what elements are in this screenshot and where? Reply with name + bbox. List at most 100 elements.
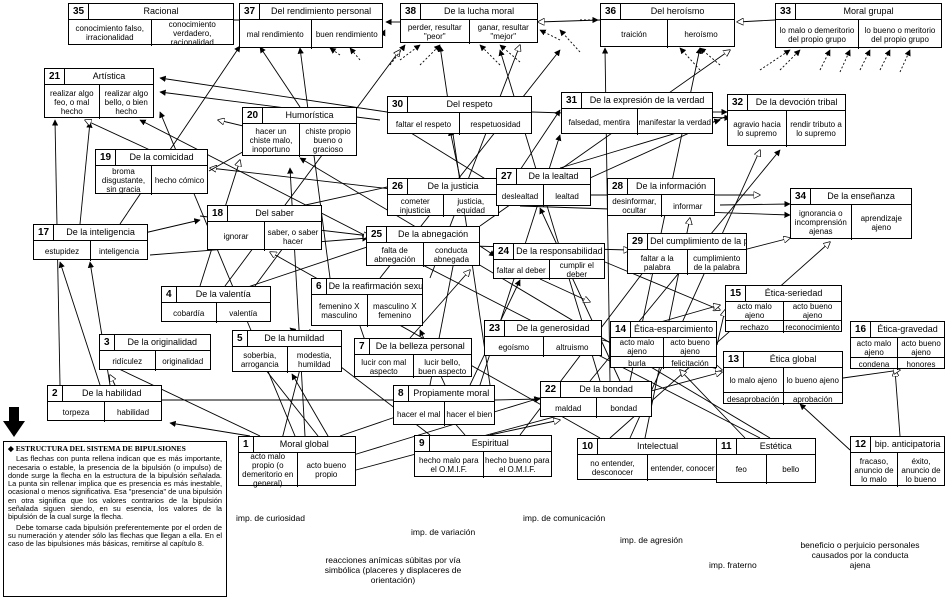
positive-value: acto bueno ajeno	[783, 302, 841, 320]
strong-link-arrow	[299, 157, 771, 439]
node-number: 3	[100, 335, 115, 350]
node-number: 25	[367, 227, 388, 242]
strong-link-arrow	[259, 46, 301, 108]
weak-link-arrow	[819, 49, 831, 71]
node-number: 8	[394, 386, 409, 401]
negative-value: faltar el respeto	[395, 119, 452, 129]
negative-value: conocimiento falso, irracionalidad	[75, 24, 144, 42]
weak-link-arrow	[210, 168, 401, 191]
positive-value: valentía	[215, 303, 271, 323]
impulse-label: imp. de comunicación	[523, 513, 606, 523]
node-number: 18	[208, 206, 229, 221]
strong-link-arrow	[291, 373, 329, 437]
negative-value: femenino X masculino	[319, 302, 360, 320]
negative-response: desaprobación	[727, 394, 780, 404]
negative-value: ignorancia o incomprensión ajenas	[794, 209, 847, 236]
weak-link-arrow	[539, 278, 590, 302]
negative-value: mal rendimiento	[246, 30, 304, 39]
negative-value: egoísmo	[498, 342, 530, 352]
weak-link-arrow	[895, 370, 901, 437]
node-values: acto malo propio (o demeritorio en gener…	[239, 452, 356, 488]
negative-value: lo malo o demeritorio del propio grupo	[779, 25, 855, 44]
weak-link-arrow	[679, 47, 701, 71]
positive-value: inteligencia	[90, 241, 147, 261]
negative-value: hacer un chiste malo, inoportuno	[249, 127, 293, 154]
negative-value: faltar a la palabra	[640, 253, 674, 272]
node-number: 35	[69, 4, 90, 19]
node-title: Artística	[92, 71, 126, 81]
node-number: 27	[497, 169, 518, 184]
node-header: 9 Espiritual	[415, 436, 551, 452]
negative-value: cobardía	[173, 308, 205, 318]
node-number: 9	[415, 436, 430, 451]
weak-link-arrow	[489, 420, 560, 436]
node-values: hecho malo para el O.M.I.F.hecho bueno p…	[415, 452, 551, 478]
strong-link-arrow	[159, 75, 388, 113]
positive-value: heroísmo	[667, 20, 734, 48]
node-values: faltar a la palabra cumplimiento de la pa…	[628, 250, 746, 275]
node-title: Humorística	[285, 110, 334, 120]
strong-link-arrow	[119, 45, 241, 225]
negative-response: rechazo	[740, 322, 769, 332]
strong-link-arrow	[494, 395, 541, 403]
negative-value: hecho malo para el O.M.I.F.	[418, 456, 479, 474]
weak-link-arrow	[538, 20, 601, 22]
positive-value: acto bueno propio	[296, 453, 356, 487]
positive-value: ganar, resultar "mejor"	[468, 20, 538, 44]
node-number: 37	[240, 4, 261, 19]
node-title: Espiritual	[471, 438, 509, 448]
node-number: 34	[791, 189, 812, 204]
node-title: Moral global	[279, 439, 329, 449]
node-values: perder, resultar "peor"ganar, resultar "…	[401, 20, 537, 44]
weak-link-arrow	[899, 49, 911, 73]
positive-value: lo bueno ajeno	[782, 368, 843, 392]
positive-value: cumplimiento de la palabra	[686, 250, 747, 275]
node-title: De la belleza personal	[375, 341, 465, 351]
node-title: De la justicia	[427, 181, 479, 191]
impulse-label: reacciones anímicas súbitas por vía simb…	[324, 555, 462, 585]
node-title: De la habilidad	[82, 388, 142, 398]
positive-value: acto bueno ajeno	[663, 338, 716, 356]
weak-link-arrow	[85, 120, 151, 151]
node-title: De la bondad	[579, 384, 633, 394]
weak-link-arrow	[680, 370, 746, 439]
strong-link-arrow	[719, 200, 791, 208]
node-number: 33	[776, 4, 797, 19]
negative-value: acto malo ajeno	[737, 302, 772, 320]
weak-link-arrow	[859, 49, 871, 71]
weak-link-arrow	[779, 49, 801, 71]
negative-value: torpeza	[62, 407, 90, 417]
node-title: De la reafirmación sexual	[328, 281, 422, 291]
node-title: De la devoción tribal	[755, 97, 838, 107]
